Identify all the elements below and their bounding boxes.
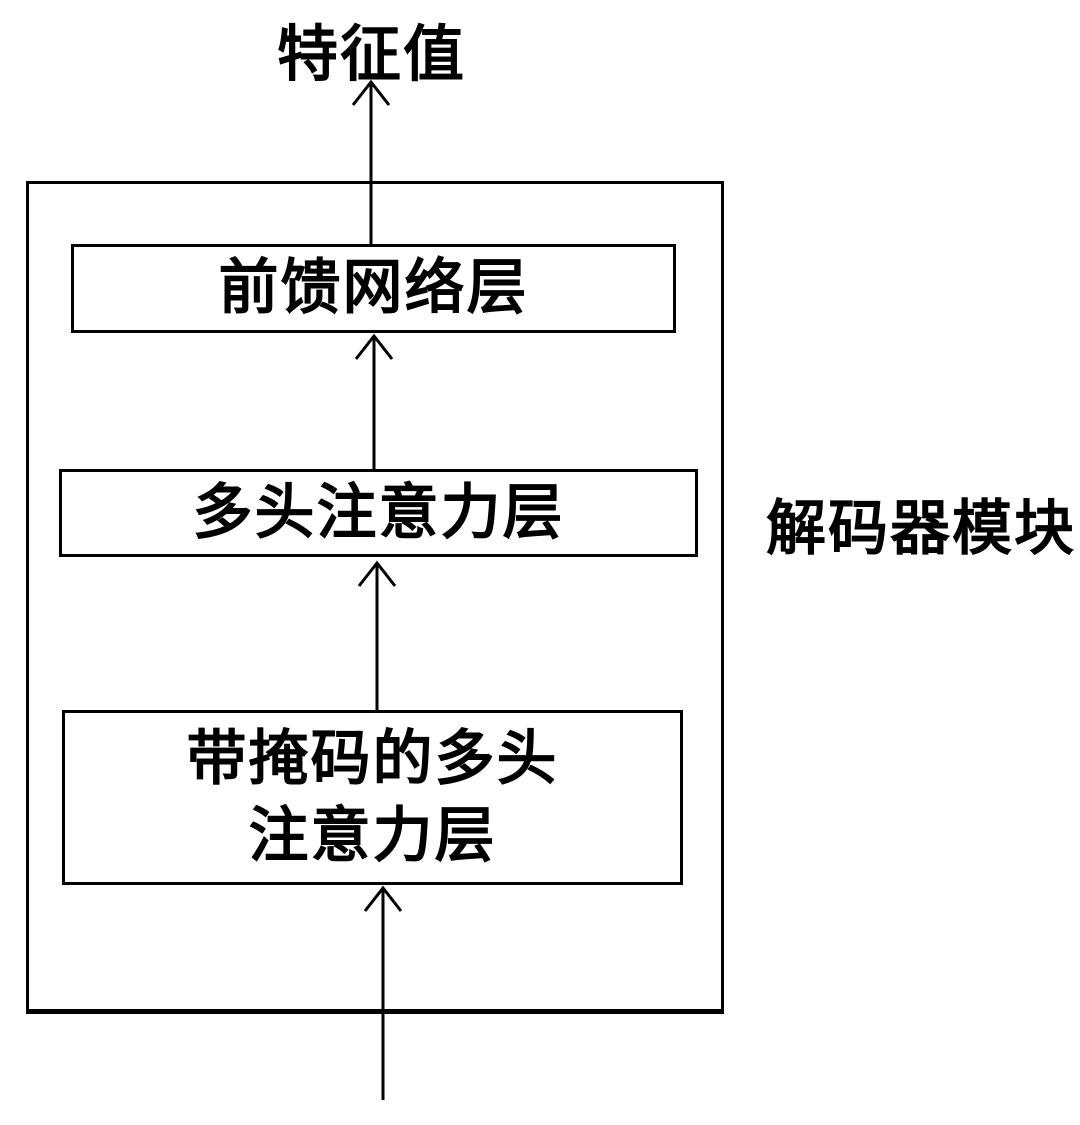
box-masked-multi-head-attention-layer-label-line2: 注意力层 (248, 801, 497, 869)
box-masked-multi-head-attention-layer: 带掩码的多头 注意力层 (62, 710, 683, 885)
box-masked-multi-head-attention-layer-label-line1: 带掩码的多头 (186, 724, 559, 792)
module-label: 解码器模块 (766, 495, 1076, 562)
decoder-module-container (26, 181, 724, 1014)
output-label: 特征值 (277, 20, 467, 88)
box-feed-forward-layer: 前馈网络层 (71, 244, 676, 333)
box-feed-forward-layer-label: 前馈网络层 (218, 254, 529, 322)
box-multi-head-attention-layer-label: 多头注意力层 (192, 478, 565, 546)
box-multi-head-attention-layer: 多头注意力层 (59, 469, 698, 557)
